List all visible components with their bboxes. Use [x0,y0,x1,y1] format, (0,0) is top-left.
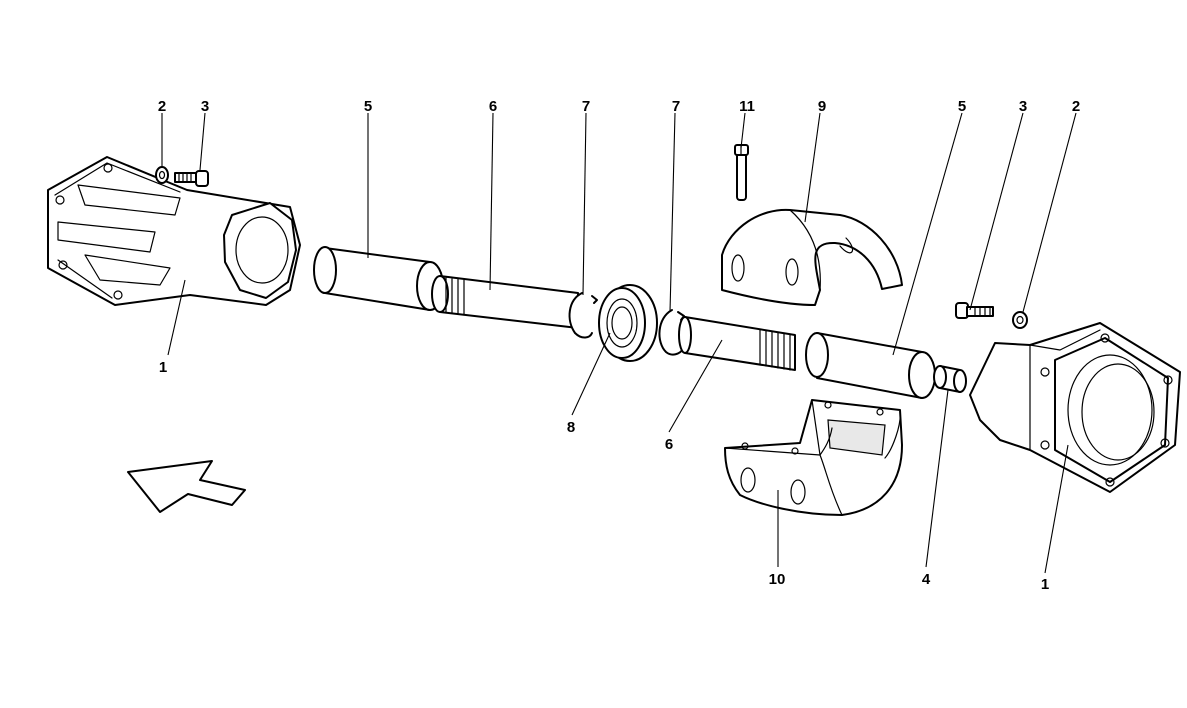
part-2-right-washer [1012,311,1028,329]
callout-3-right: 3 [1019,98,1027,115]
callout-9: 9 [818,98,826,115]
callout-5-right: 5 [958,98,966,115]
callout-4: 4 [922,571,931,588]
callout-2-right: 2 [1072,98,1080,115]
callout-1-left: 1 [159,359,167,376]
part-11-pin [734,144,749,201]
part-9-upper-clamp [721,208,903,306]
callout-6-top: 6 [489,98,497,115]
part-6-right-shaft [678,316,796,371]
part-5-left-sleeve [313,246,444,311]
part-3-right-bolt [955,302,994,319]
callout-7-left: 7 [582,98,590,115]
direction-arrow [127,460,246,513]
callout-5-left: 5 [364,98,372,115]
callout-labels: 1 2 3 5 6 7 7 11 9 5 3 2 8 6 10 4 1 [158,98,1080,593]
part-5-right-sleeve [805,332,936,399]
callout-2-left: 2 [158,98,166,115]
callout-11: 11 [739,98,755,115]
part-7-left-snap-ring [568,292,598,339]
callout-7-right: 7 [672,98,680,115]
callout-1-right: 1 [1041,576,1049,593]
callout-3-left: 3 [201,98,209,115]
part-4-bushing [933,365,967,393]
callout-6-bottom: 6 [665,436,673,453]
part-3-left-bolt [174,170,209,187]
part-1-right-housing [969,322,1181,493]
part-10-lower-clamp [724,399,903,516]
callout-10: 10 [769,571,786,588]
part-2-left-washer [155,166,169,184]
part-6-left-shaft [431,275,579,329]
part-1-left-housing [47,156,301,306]
part-8-bearing [598,284,658,362]
callout-8: 8 [567,419,575,436]
leader-lines [161,112,1077,574]
